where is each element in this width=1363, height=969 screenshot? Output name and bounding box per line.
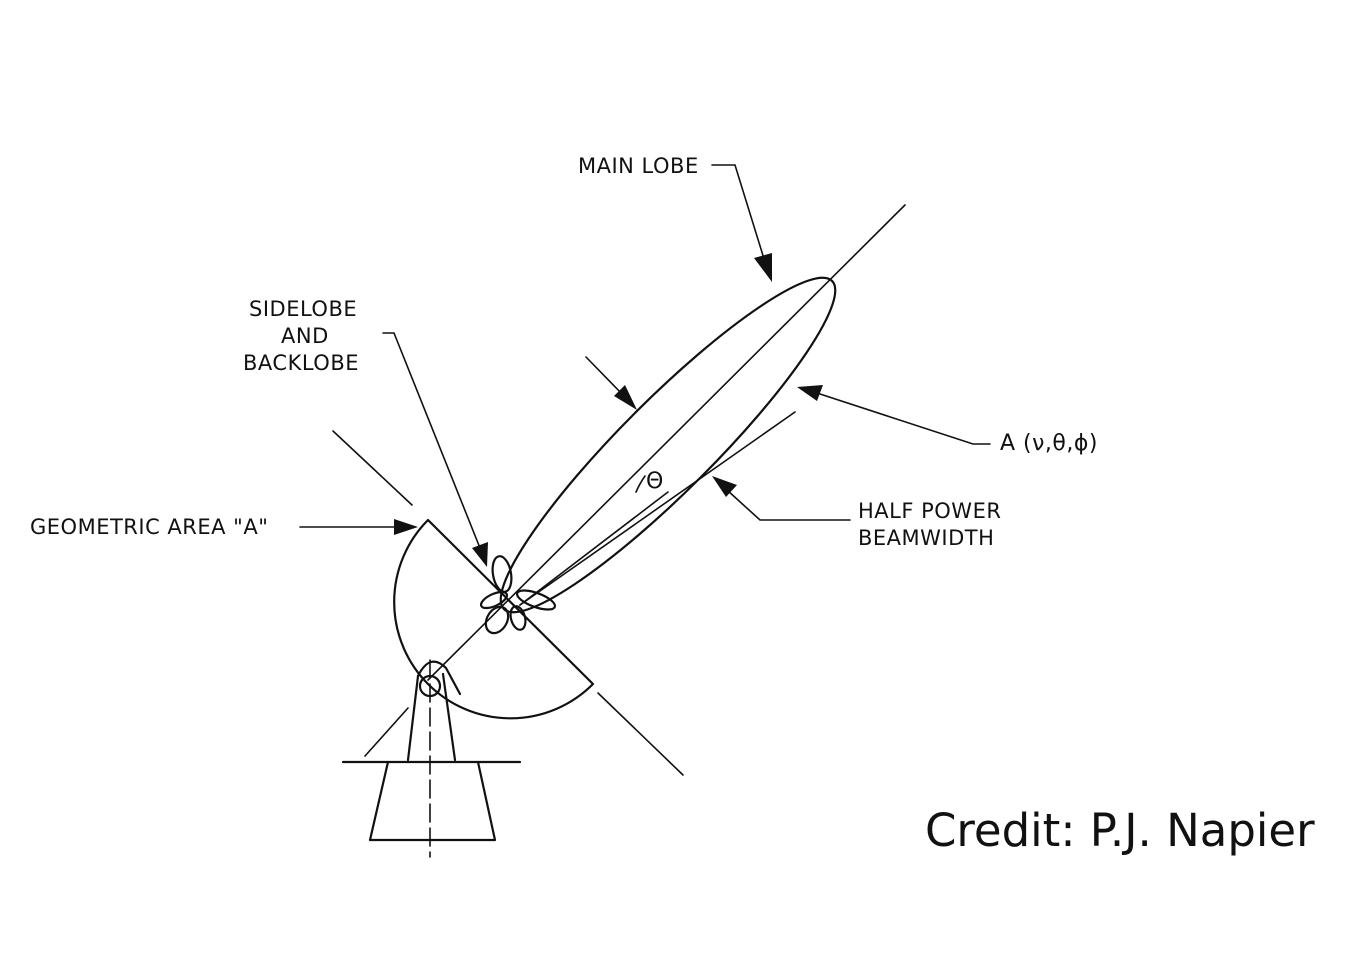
beamwidth-arrowhead-left xyxy=(614,385,637,410)
sidelobe-label-line2: AND xyxy=(281,324,329,348)
sidelobe-right xyxy=(515,589,557,611)
sidelobe-leader xyxy=(382,332,481,549)
aperture-plane-line-lower xyxy=(597,692,684,776)
aperture-plane-line-upper xyxy=(332,430,413,506)
brace-line xyxy=(364,707,409,757)
yoke-arm xyxy=(406,672,457,762)
yoke-top xyxy=(416,660,462,696)
sidelobe-label-line1: SIDELOBE xyxy=(249,297,358,321)
sidelobe-label-line3: BACKLOBE xyxy=(243,351,359,375)
dish-reflector xyxy=(393,518,595,720)
beamwidth-arrowhead-right xyxy=(712,476,737,497)
main-lobe xyxy=(499,276,837,614)
pattern-arrowhead xyxy=(797,385,823,401)
theta-label: Θ xyxy=(646,469,664,494)
boresight-axis xyxy=(427,204,906,681)
credit-text: Credit: P.J. Napier xyxy=(925,804,1315,857)
beamwidth-line-left xyxy=(519,491,669,606)
half-power-label-line2: BEAMWIDTH xyxy=(858,526,995,550)
geometric-area-label: GEOMETRIC AREA "A" xyxy=(30,515,269,539)
geometric-area-arrowhead xyxy=(394,519,418,535)
sidelobe-left xyxy=(479,590,509,610)
main-lobe-label: MAIN LOBE xyxy=(578,154,699,178)
main-lobe-leader xyxy=(711,164,766,263)
pedestal-base xyxy=(368,760,497,842)
backlobe-lower xyxy=(484,605,510,635)
main-lobe-arrowhead xyxy=(754,253,772,282)
half-power-label-line1: HALF POWER xyxy=(858,499,1002,523)
beamwidth-leader xyxy=(726,489,851,521)
theta-arc xyxy=(635,475,646,493)
pattern-leader xyxy=(819,393,991,445)
beamwidth-line-right xyxy=(519,411,796,606)
beamwidth-arrow-left-shaft xyxy=(585,356,625,397)
sidelobe-arrowhead xyxy=(472,542,488,567)
pattern-label: A (ν,θ,ϕ) xyxy=(1000,431,1098,456)
sidelobe-lower-right xyxy=(509,605,527,631)
